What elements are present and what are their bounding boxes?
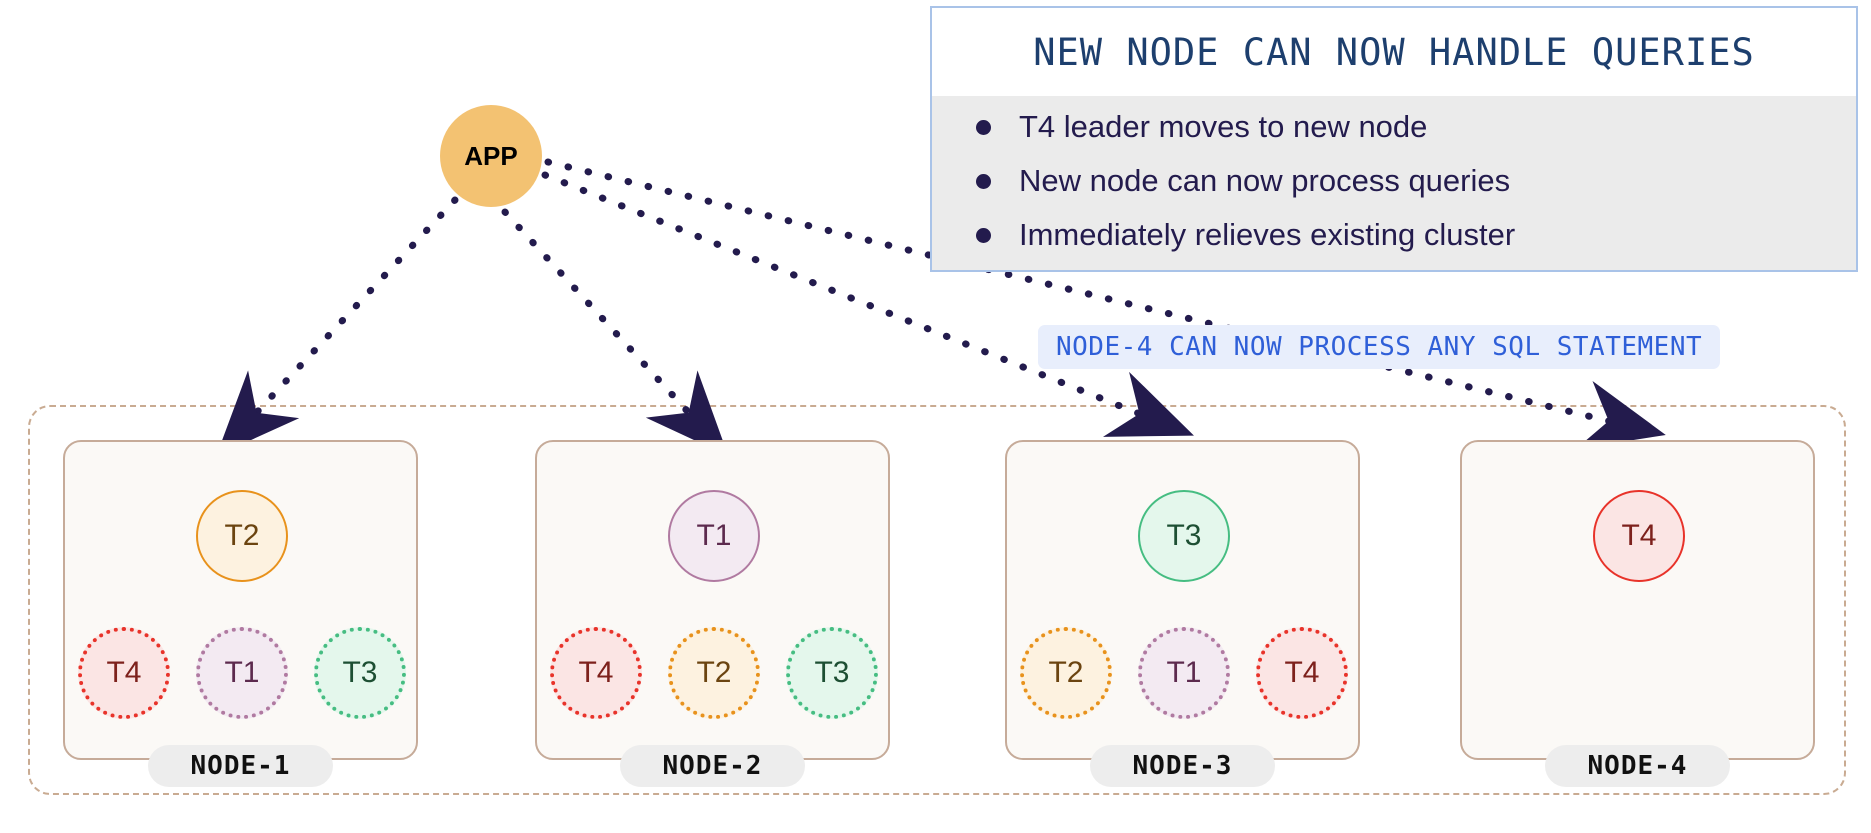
list-item: Immediately relieves existing cluster: [932, 208, 1856, 262]
follower-replica-circle[interactable]: T1: [196, 627, 288, 719]
list-item: T4 leader moves to new node: [932, 100, 1856, 154]
node-name-label: NODE-3: [1090, 745, 1275, 787]
status-banner-text: NODE-4 CAN NOW PROCESS ANY SQL STATEMENT: [1056, 332, 1703, 362]
callout-bullet-list: T4 leader moves to new node New node can…: [932, 96, 1856, 270]
bullet-text: Immediately relieves existing cluster: [1019, 217, 1516, 252]
leader-replica-circle[interactable]: T1: [668, 490, 760, 582]
follower-replica-circle[interactable]: T4: [78, 627, 170, 719]
follower-replica-circle[interactable]: T3: [786, 627, 878, 719]
follower-replica-circle[interactable]: T2: [1020, 627, 1112, 719]
bullet-text: New node can now process queries: [1019, 163, 1511, 198]
follower-replica-circle[interactable]: T3: [314, 627, 406, 719]
node-name-label: NODE-2: [620, 745, 805, 787]
bullet-icon: [976, 173, 991, 189]
callout-panel: NEW NODE CAN NOW HANDLE QUERIES T4 leade…: [930, 6, 1858, 272]
follower-replica-circle[interactable]: T1: [1138, 627, 1230, 719]
leader-replica-circle[interactable]: T3: [1138, 490, 1230, 582]
node-name-label: NODE-1: [148, 745, 333, 787]
follower-replica-circle[interactable]: T4: [1256, 627, 1348, 719]
app-node[interactable]: APP: [440, 105, 542, 207]
bullet-text: T4 leader moves to new node: [1019, 109, 1428, 144]
bullet-icon: [976, 119, 991, 135]
status-banner: NODE-4 CAN NOW PROCESS ANY SQL STATEMENT: [1038, 325, 1721, 369]
app-label: APP: [464, 140, 518, 171]
leader-replica-circle[interactable]: T4: [1593, 490, 1685, 582]
follower-replica-circle[interactable]: T2: [668, 627, 760, 719]
node-name-label: NODE-4: [1545, 745, 1730, 787]
leader-replica-circle[interactable]: T2: [196, 490, 288, 582]
node-box[interactable]: T4: [1460, 440, 1815, 760]
callout-title: NEW NODE CAN NOW HANDLE QUERIES: [932, 8, 1856, 96]
follower-replica-circle[interactable]: T4: [550, 627, 642, 719]
list-item: New node can now process queries: [932, 154, 1856, 208]
bullet-icon: [976, 227, 991, 243]
